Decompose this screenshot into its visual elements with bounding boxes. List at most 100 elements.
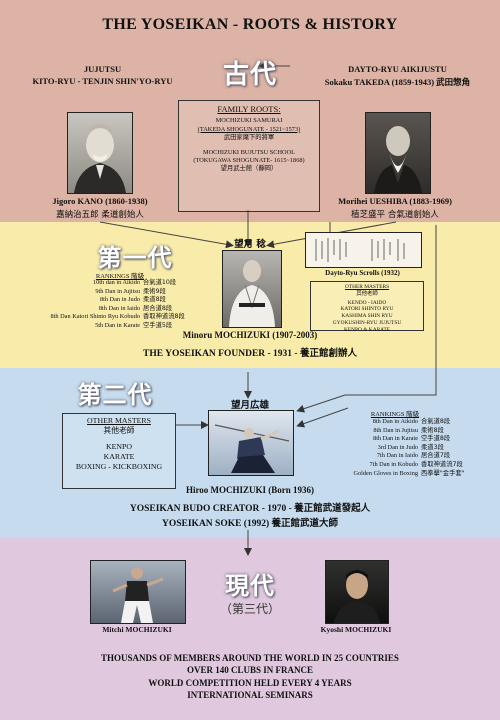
dayto-ryu-scrolls-image <box>305 232 422 268</box>
ueshiba-kanji: 植芝盛平 合氣道創始人 <box>351 210 439 220</box>
mitchi-name: Mitchi MOCHIZUKI <box>102 625 172 634</box>
family-roots-heading: FAMILY ROOTS: <box>217 104 281 114</box>
hiroo-photo <box>208 410 294 476</box>
kano-name: Jigoro KANO (1860-1938) <box>52 196 148 206</box>
ranking-jp: 合氣道10段 <box>143 279 177 286</box>
ranking-jp: 柔道3段 <box>421 443 444 451</box>
other-masters-item: KATORI SHINTO RYU <box>340 306 394 313</box>
hiroo-kanji-name: 望月広雄 <box>230 400 269 411</box>
ranking-jp: 香取神道流7段 <box>421 460 463 468</box>
hiroo-title-soke: YOSEIKAN SOKE (1992) 養正館武道大師 <box>161 519 339 529</box>
dayto-ryu-scrolls-label: Dayto-Ryu Scrolls (1932) <box>325 269 400 277</box>
other-masters-heading-jp: 其他老師 <box>356 290 378 297</box>
ranking-en: 7th Dan in Kobudo <box>369 460 418 468</box>
ranking-jp: 居合道8段 <box>143 304 173 312</box>
kano-photo <box>67 112 133 194</box>
family-roots-line: MOCHIZUKI BUJUTSU SCHOOL <box>202 148 295 156</box>
kyoshi-name: Kyoshi MOCHIZUKI <box>320 625 392 634</box>
ranking-en: 8th Dan in Jujitsu <box>373 426 418 434</box>
connector-line <box>296 225 437 413</box>
left-heading-schools: KITO-RYU - TENJIN SHIN'YO-RYU <box>32 76 173 86</box>
family-roots-line: (TOKUGAWA SHOGUNATE- 1615~1868) <box>193 157 305 165</box>
kano-kanji: 嘉納治五郎 柔道創始人 <box>56 210 144 220</box>
ranking-jp: 空手道5段 <box>143 321 173 329</box>
founder-kanji-name: 望月 稔 <box>234 239 266 250</box>
other-masters-item: GYOKUSHIN-RYU JUJUTSU <box>332 319 402 326</box>
modern-fact: OVER 140 CLUBS IN FRANCE <box>186 665 313 676</box>
era-kanji-first-generation: 第一代 <box>97 244 173 272</box>
ranking-jp: 柔術9段 <box>143 287 166 295</box>
ranking-jp: 西拳擊"金手套" <box>421 469 465 477</box>
minoru-photo <box>222 250 282 328</box>
family-roots-line: (TAKEDA SHOGUNATE - 1521~1573) <box>197 125 301 133</box>
minoru-name: Minoru MOCHIZUKI (1907-2003) <box>182 330 318 340</box>
ranking-en: 10th dan in Aikido <box>92 279 140 286</box>
ranking-en: 8th Dan in Iaido <box>98 304 140 312</box>
other-masters-heading: OTHER MASTERS <box>87 416 151 425</box>
ranking-jp: 居合道7段 <box>421 452 451 460</box>
other-masters-item: KARATE <box>103 452 135 461</box>
modern-fact: INTERNATIONAL SEMINARS <box>187 689 313 700</box>
kyoshi-photo <box>325 560 389 624</box>
ranking-jp: 香取神道流8段 <box>143 313 185 321</box>
minoru-title: THE YOSEIKAN FOUNDER - 1931 - 養正館創辦人 <box>143 349 357 359</box>
other-masters-item: BOXING - KICKBOXING <box>75 462 163 471</box>
family-roots-box: FAMILY ROOTS: MOCHIZUKI SAMURAI (TAKEDA … <box>178 100 320 212</box>
ranking-jp: 合氣道8段 <box>421 418 451 425</box>
other-masters-heading: OTHER MASTERS <box>344 284 390 290</box>
ranking-en: 8th Dan Katori Shinto Ryu Kobudo <box>50 313 140 321</box>
ranking-en: 8th Dan in Aikido <box>372 418 418 425</box>
right-heading-takeda: Sokaku TAKEDA (1859-1943) 武田惣角 <box>324 77 471 87</box>
ranking-en: 5th Dan in Karate <box>95 321 140 329</box>
ranking-en: 3rd Dan in Judo <box>377 443 418 451</box>
other-masters-item: KASHIMA SHIN RYU <box>341 313 393 320</box>
family-roots-line: 武田家麾下的將軍 <box>223 134 275 142</box>
modern-facts: THOUSANDS OF MEMBERS AROUND THE WORLD IN… <box>0 652 500 701</box>
ranking-en: 7th Dan in Iaido <box>376 452 418 460</box>
left-heading-jujutsu: JUJUTSU <box>83 64 122 74</box>
other-masters-item: KENDO - IAIDO <box>347 299 387 306</box>
right-heading-dayto-ryu: DAYTO-RYU AIKIJUSTU <box>348 64 447 74</box>
poster-title: THE YOSEIKAN - ROOTS & HISTORY <box>102 16 398 33</box>
hiroo-title-creator: YOSEIKAN BUDO CREATOR - 1970 - 養正館武道發起人 <box>129 504 371 514</box>
era-kanji-modern-subtitle: （第三代） <box>219 602 280 616</box>
family-roots-line: MOCHIZUKI SAMURAI <box>215 117 283 125</box>
era-kanji-modern: 現代 <box>225 572 275 600</box>
band-modern <box>0 538 500 720</box>
ranking-jp: 柔術8段 <box>421 426 444 434</box>
first-gen-rankings-heading: RANKINGS 階級 <box>95 273 145 280</box>
family-roots-line: 望月武士館（靜岡） <box>220 165 278 173</box>
connector-line <box>99 221 234 249</box>
ranking-en: Golden Gloves in Boxing <box>353 469 418 477</box>
modern-fact: WORLD COMPETITION HELD EVERY 4 YEARS <box>148 677 352 688</box>
ueshiba-name: Morihei UESHIBA (1883-1969) <box>338 196 452 206</box>
modern-fact: THOUSANDS OF MEMBERS AROUND THE WORLD IN… <box>101 653 399 663</box>
era-kanji-second-generation: 第二代 <box>77 381 153 409</box>
hiroo-name: Hiroo MOCHIZUKI (Born 1936) <box>185 485 315 495</box>
second-gen-rankings-heading: RANKINGS 階級 <box>370 411 420 418</box>
ranking-jp: 柔道8段 <box>143 296 166 304</box>
other-masters-item: KENPO & KARATE <box>343 326 391 333</box>
other-masters-item: KENPO <box>106 442 132 451</box>
ranking-jp: 空手道8段 <box>421 435 451 443</box>
other-masters-heading-jp: 其他老師 <box>103 426 135 435</box>
ranking-en: 8th Dan in Karate <box>373 435 418 443</box>
connector-line <box>296 407 349 428</box>
